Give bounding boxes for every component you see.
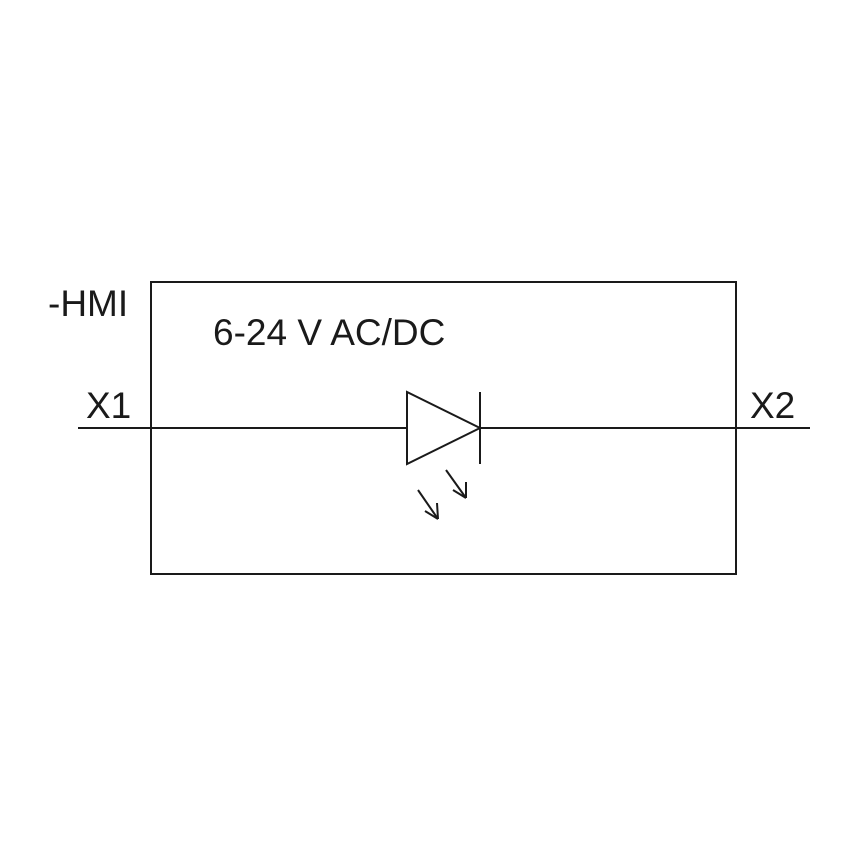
led-diode-icon (406, 390, 483, 466)
terminal-x2-label: X2 (750, 385, 795, 426)
terminal-x1-label: X1 (86, 385, 131, 426)
voltage-rating-label: 6-24 V AC/DC (213, 312, 445, 353)
device-tag-label: -HMI (48, 283, 128, 324)
light-emission-arrows-icon (417, 469, 467, 520)
diode-triangle (406, 390, 483, 466)
